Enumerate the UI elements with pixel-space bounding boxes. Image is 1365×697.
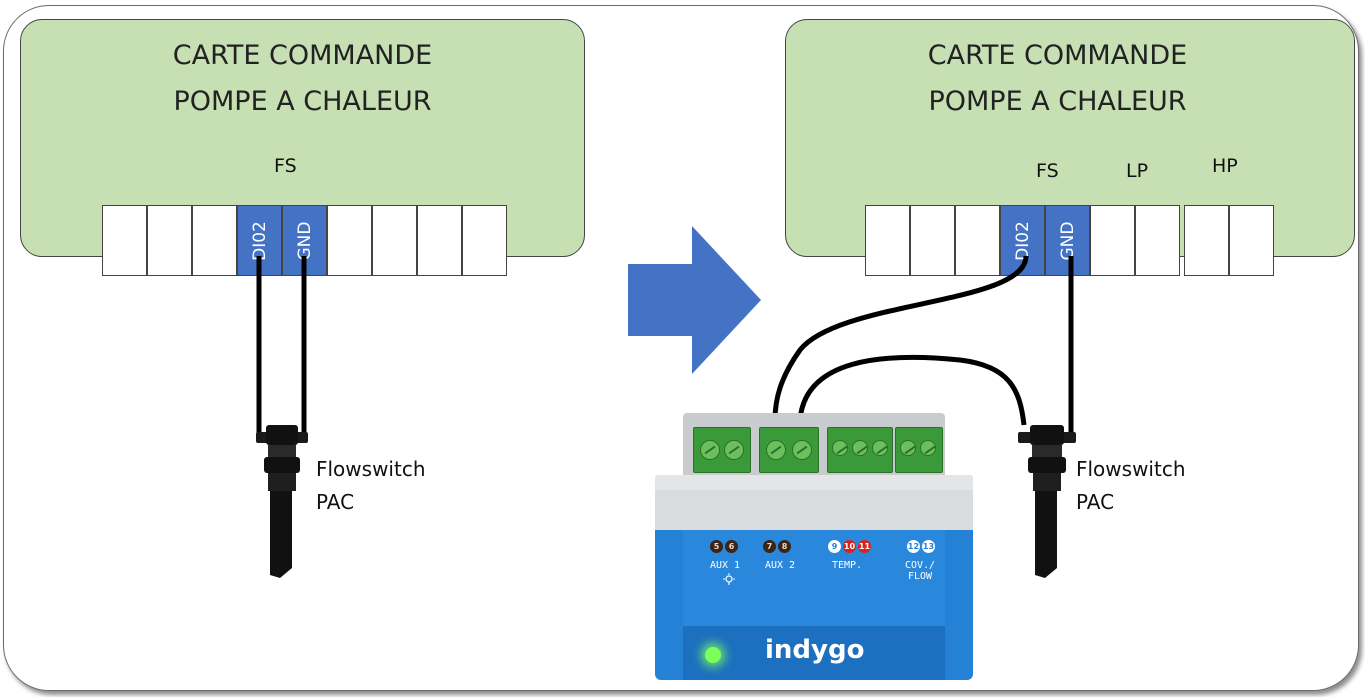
- terminal-empty: [372, 205, 417, 276]
- terminal-block-aux1: [693, 427, 751, 473]
- terminal-block-temp: [827, 427, 893, 473]
- terminal-empty: [865, 205, 910, 276]
- status-led: [705, 647, 721, 663]
- module-mid-housing: [655, 490, 973, 531]
- terminal-empty: [910, 205, 955, 276]
- pin-label-fs: FS: [274, 155, 297, 177]
- terminal-empty: [417, 205, 462, 276]
- aux1-label: AUX 1: [709, 560, 741, 571]
- terminal-empty: [1090, 205, 1135, 276]
- board-title-line2: POMPE A CHALEUR: [173, 86, 432, 117]
- pin-badge: 10: [843, 540, 856, 553]
- cov-flow-label: COV./ FLOW: [895, 560, 945, 582]
- terminal-gnd: GND: [1045, 205, 1090, 276]
- pin-badge: 12: [907, 540, 920, 553]
- pin-badge: 9: [828, 540, 841, 553]
- flowswitch-left-icon: [256, 425, 308, 578]
- terminal-empty: [1135, 205, 1180, 276]
- flowswitch-left-line1: Flowswitch: [316, 457, 426, 481]
- terminal-block-cov: [895, 427, 943, 473]
- control-board-right: CARTE COMMANDE POMPE A CHALEUR FS LP HP …: [785, 19, 1355, 276]
- cov-label-line1: COV./: [904, 560, 936, 571]
- wire-flowswitch-right: [797, 354, 1027, 426]
- flowswitch-right-line2: PAC: [1076, 490, 1115, 514]
- pin-badge: 6: [725, 540, 738, 553]
- brand-logo: indygo: [765, 635, 865, 665]
- lamp-icon: [723, 573, 735, 585]
- board-title-line1: CARTE COMMANDE: [927, 40, 1188, 71]
- terminal-empty: [147, 205, 192, 276]
- flowswitch-left-line2: PAC: [316, 490, 355, 514]
- pin-badge: 11: [858, 540, 871, 553]
- module-front-panel: 5 6 7 8 9 10 11 12 13 AUX 1 AUX 2 TEMP. …: [655, 530, 973, 680]
- flowswitch-right-label: Flowswitch PAC: [1076, 453, 1186, 519]
- pin-badge: 13: [922, 540, 935, 553]
- terminal-block-aux2: [759, 427, 819, 473]
- cov-label-line2: FLOW: [907, 571, 933, 582]
- terminal-empty: [955, 205, 1000, 276]
- pin-badge: 8: [778, 540, 791, 553]
- temp-label: TEMP.: [831, 560, 863, 571]
- wire-di02-right: [772, 255, 1029, 421]
- pin-label-fs: FS: [1036, 160, 1059, 182]
- control-board-left: CARTE COMMANDE POMPE A CHALEUR FS DI02 G…: [20, 19, 585, 276]
- pin-badge: 5: [710, 540, 723, 553]
- flowswitch-right-icon: [1018, 425, 1076, 578]
- aux2-label: AUX 2: [764, 560, 796, 571]
- terminal-empty: [192, 205, 237, 276]
- flowswitch-left-label: Flowswitch PAC: [316, 453, 426, 519]
- pin-label-lp: LP: [1126, 160, 1149, 182]
- terminal-empty: [462, 205, 507, 276]
- board-title-line1: CARTE COMMANDE: [172, 40, 433, 71]
- terminal-empty: [102, 205, 147, 276]
- terminal-empty: [1184, 205, 1229, 276]
- terminal-di02: DI02: [1000, 205, 1045, 276]
- pin-badge: 7: [763, 540, 776, 553]
- board-title-line2: POMPE A CHALEUR: [928, 86, 1187, 117]
- terminal-empty: [327, 205, 372, 276]
- terminal-empty: [1229, 205, 1274, 276]
- indygo-module: 5 6 7 8 9 10 11 12 13 AUX 1 AUX 2 TEMP. …: [655, 375, 973, 680]
- transition-arrow-icon: [628, 226, 761, 374]
- flowswitch-right-line1: Flowswitch: [1076, 457, 1186, 481]
- pin-label-hp: HP: [1212, 155, 1238, 177]
